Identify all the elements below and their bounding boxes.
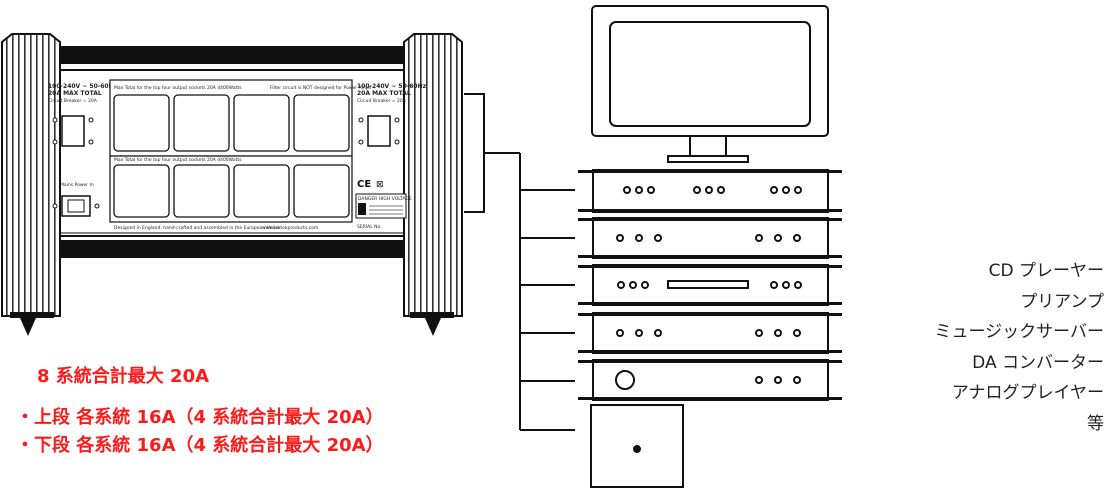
outlet-bottom-1 [113, 164, 170, 218]
capacity-headline: 8 系統合計最大 20A [37, 366, 210, 387]
top-rail [36, 46, 448, 64]
capacity-lower: ・下段 各系統 16A（4 系統合計最大 20A） [16, 435, 384, 456]
monitor-screen [609, 21, 811, 127]
right-breaker-switch [367, 115, 391, 147]
speaker-dot [633, 445, 641, 453]
music-server-knobs [617, 281, 802, 289]
outlet-bottom-3 [233, 164, 290, 218]
monitor-neck [689, 135, 727, 157]
outlet-top-1 [113, 94, 170, 152]
left-breaker-switch [61, 115, 85, 147]
amplifier-knobs [755, 376, 801, 384]
weee-mark: ⊠ [376, 180, 384, 190]
power-distribution-unit: 100-240V ~ 50-60Hz 20A MAX TOTAL Circuit… [1, 33, 463, 336]
volume-knob [615, 370, 635, 390]
device-labels: CD プレーヤー プリアンプ ミュージックサーバー DA コンバーター アナログ… [844, 256, 1105, 439]
danger-text: DANGER HIGH VOLTAGE [358, 196, 412, 202]
right-rating: 20A MAX TOTAL [357, 90, 411, 97]
right-voltage: 100-240V ~ 50-60Hz [357, 83, 427, 90]
capacity-upper: ・上段 各系統 16A（4 系統合計最大 20A） [16, 407, 384, 428]
outlet-bottom-2 [173, 164, 230, 218]
bottom-bank-note: Max Total for the top four output socket… [114, 157, 242, 163]
device-label-preamp: プリアンプ [1020, 291, 1104, 312]
device-label-cd-player: CD プレーヤー [988, 261, 1104, 281]
preamp-knobs [616, 234, 801, 242]
monitor-base [667, 155, 749, 163]
left-breaker: Circuit Breaker = 20A [48, 98, 98, 104]
serial-label: SERIAL No. [357, 224, 382, 230]
left-heatsink [1, 33, 61, 336]
mains-label: Mains Power In [60, 182, 94, 188]
disc-slot [667, 280, 749, 289]
connector-lines [464, 93, 575, 431]
device-label-analog-player: アナログプレイヤー [951, 383, 1104, 403]
device-label-etc: 等 [1087, 413, 1104, 434]
top-bank-note: Max Total for the top four output socket… [114, 85, 242, 91]
device-label-music-server: ミュージックサーバー [934, 322, 1105, 342]
monitor [591, 5, 829, 163]
cd-player-knobs [623, 186, 802, 194]
bottom-rail [36, 240, 448, 258]
da-converter-knobs [616, 329, 801, 337]
amplifier [592, 359, 829, 401]
right-breaker: Circuit Breaker = 20A [357, 98, 407, 104]
unit-bracket [464, 93, 485, 213]
outlet-top-2 [173, 94, 230, 152]
top-filter-note: Filter circuit is NOT designed for Power… [270, 85, 372, 91]
left-voltage: 100-240V ~ 50-60Hz [48, 83, 118, 90]
right-heatsink [403, 33, 463, 336]
outlet-top-4 [293, 94, 350, 152]
device-label-da-converter: DA コンバーター [972, 352, 1104, 373]
preamp [592, 217, 829, 259]
outlet-bottom-4 [293, 164, 350, 218]
outlet-top-3 [233, 94, 290, 152]
da-converter [592, 312, 829, 354]
monitor-bezel [591, 5, 829, 137]
component-stack [578, 169, 842, 488]
left-rating: 20A MAX TOTAL [48, 90, 102, 97]
footer-left: Designed in England, hand-crafted and as… [114, 225, 280, 231]
footer-right: www.isotekproducts.com [262, 225, 318, 231]
ce-mark: CE [357, 179, 371, 190]
